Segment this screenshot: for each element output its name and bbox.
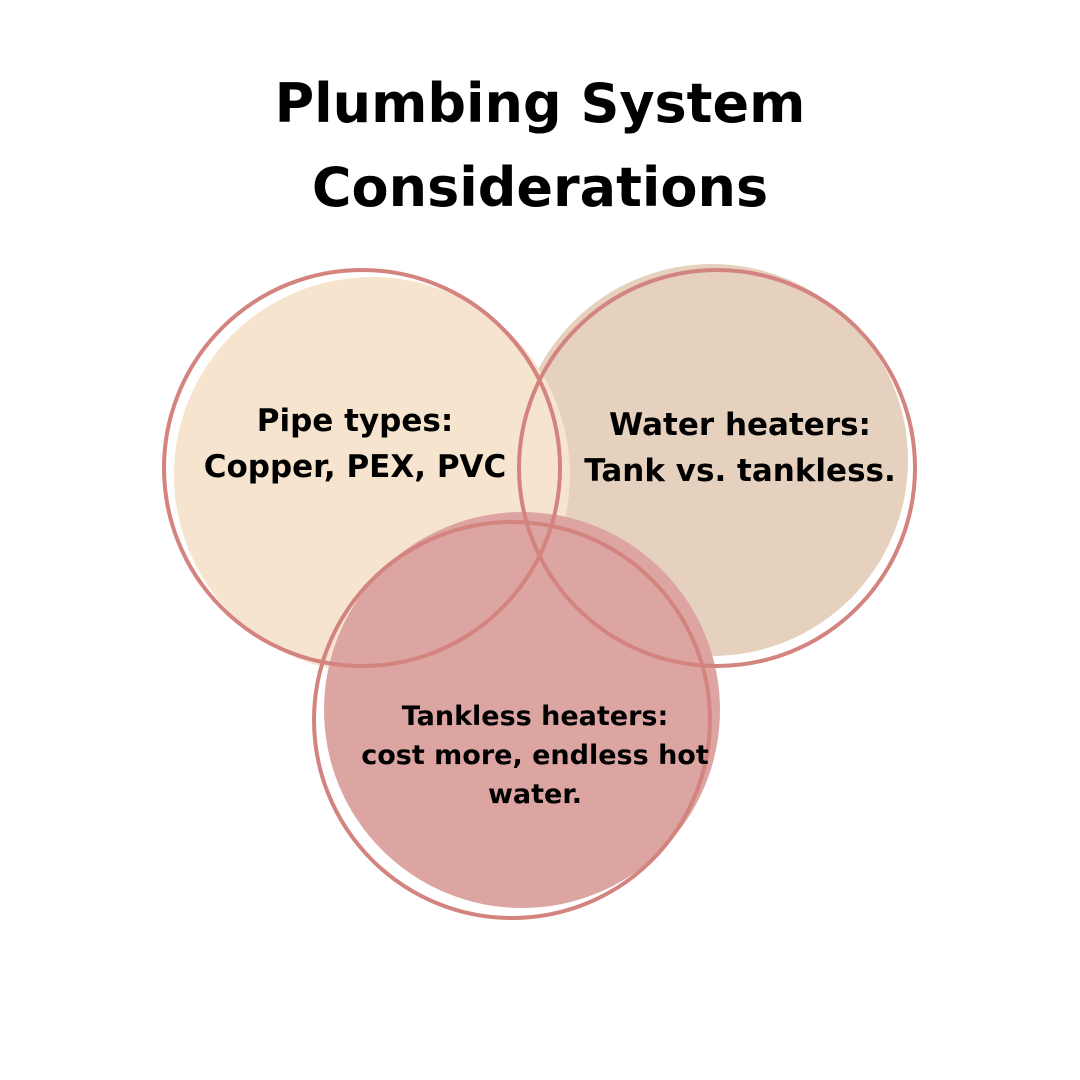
tankless-heaters-label: Tankless heaters: cost more, endless hot… xyxy=(350,697,720,814)
title-line-2: Considerations xyxy=(311,156,769,219)
pipe-types-circle-outline xyxy=(162,268,562,668)
page-title: Plumbing System Considerations xyxy=(0,62,1080,230)
tankless-heaters-circle-outline xyxy=(312,520,712,920)
title-line-1: Plumbing System xyxy=(274,72,806,135)
water-heaters-circle-outline xyxy=(517,268,917,668)
tankless-heaters-circle-fill xyxy=(324,512,720,908)
water-heaters-heading: Water heaters: xyxy=(609,407,871,443)
water-heaters-detail: Tank vs. tankless. xyxy=(584,453,896,489)
water-heaters-label: Water heaters: Tank vs. tankless. xyxy=(570,402,910,494)
tankless-heaters-detail-2: water. xyxy=(487,779,583,810)
tankless-heaters-detail-1: cost more, endless hot xyxy=(361,740,709,771)
pipe-types-label: Pipe types: Copper, PEX, PVC xyxy=(190,398,520,490)
tankless-heaters-heading: Tankless heaters: xyxy=(401,701,669,732)
pipe-types-detail: Copper, PEX, PVC xyxy=(203,449,507,485)
pipe-types-heading: Pipe types: xyxy=(256,403,454,439)
